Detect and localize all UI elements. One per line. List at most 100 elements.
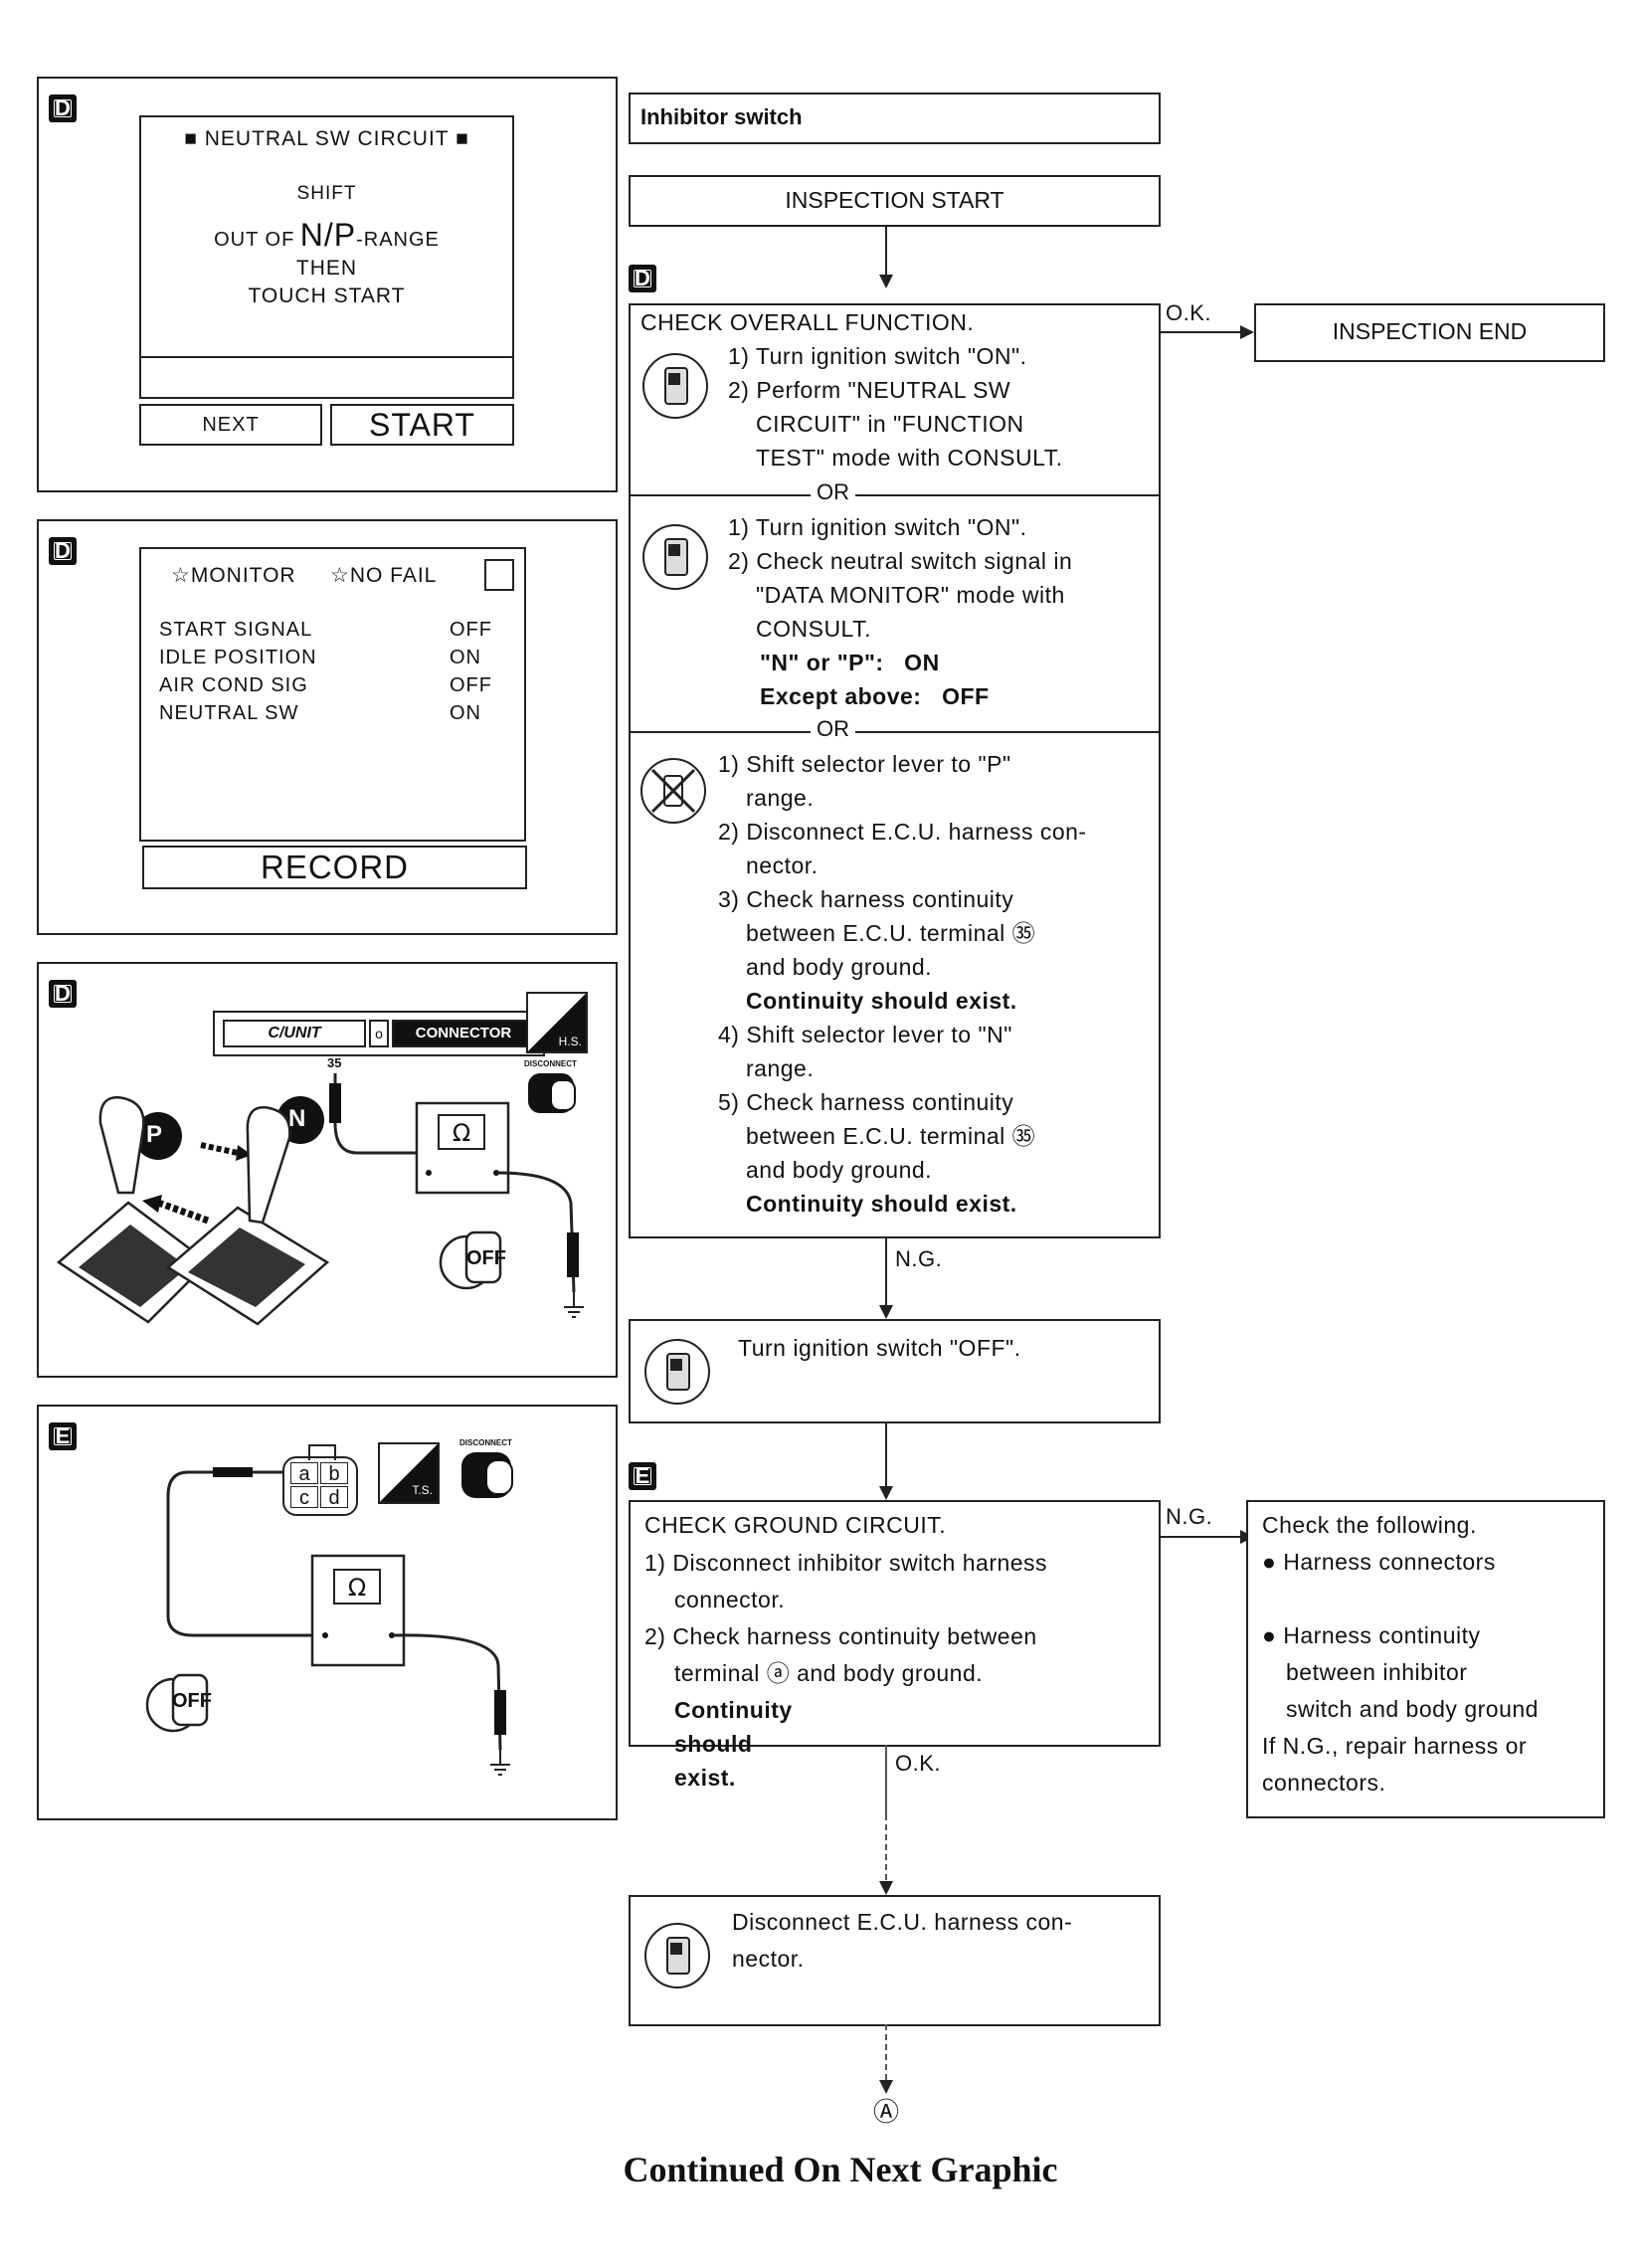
check2-line: 2) Check harness continuity between <box>644 1623 1037 1649</box>
inspection-start-box: INSPECTION START <box>629 175 1161 227</box>
badge-d: D <box>49 980 77 1008</box>
continuity-note: Continuity should exist. <box>674 1697 793 1791</box>
except-off-text: Except above: OFF <box>760 683 990 709</box>
start-button[interactable]: START <box>330 404 514 446</box>
check1-b-line: "DATA MONITOR" mode with <box>756 582 1065 608</box>
screen-divider <box>141 356 512 358</box>
check-overall-function-box: CHECK OVERALL FUNCTION. 1) Turn ignition… <box>629 303 1161 1238</box>
ts-label: T.S. <box>412 1483 433 1497</box>
connector-line <box>885 1745 887 1814</box>
svg-text:Ω: Ω <box>348 1574 366 1602</box>
check2-line: terminal ⓐ and body ground. <box>674 1660 984 1686</box>
ground-test-illustration: Ω <box>145 1467 510 1776</box>
consult-screen: ■ NEUTRAL SW CIRCUIT ■ SHIFT OUT OF N/P-… <box>139 115 514 399</box>
range-text: -RANGE <box>356 229 440 251</box>
arrow-down <box>879 1486 893 1500</box>
monitor-item-value: OFF <box>450 619 492 641</box>
check1-c-line: between E.C.U. terminal ㉟ <box>746 920 1036 946</box>
start-label: START <box>369 407 475 443</box>
inspection-end-box: INSPECTION END <box>1254 303 1605 362</box>
record-checkbox[interactable] <box>484 559 514 591</box>
no-consult-icon <box>640 758 706 824</box>
check1-a-line: CIRCUIT" in "FUNCTION <box>756 411 1024 437</box>
monitor-item-name: NEUTRAL SW <box>159 702 299 724</box>
harness-side-icon: H.S. <box>526 992 588 1053</box>
connector-line <box>885 1814 887 1888</box>
badge-d: D <box>49 537 77 565</box>
next-button[interactable]: NEXT <box>139 404 322 446</box>
terminal-c: c <box>290 1486 318 1509</box>
or-divider <box>631 494 1159 496</box>
check1-b-line: 1) Turn ignition switch "ON". <box>728 514 1027 540</box>
check1-c-line: 3) Check harness continuity <box>718 886 1014 912</box>
check-following-line: switch and body ground <box>1286 1696 1539 1722</box>
ok-label: O.K. <box>895 1751 942 1776</box>
badge-d: D <box>49 94 77 122</box>
check-following-box: Check the following. ● Harness connector… <box>1246 1500 1605 1818</box>
consult-icon <box>642 524 708 590</box>
check1-c-line: and body ground. <box>746 954 933 980</box>
check2-heading: CHECK GROUND CIRCUIT. <box>644 1512 947 1538</box>
monitor-item-name: IDLE POSITION <box>159 647 317 668</box>
arrow-right <box>1240 325 1254 339</box>
out-of-text: OUT OF <box>214 229 295 251</box>
check1-c-line: and body ground. <box>746 1157 933 1183</box>
or-label: OR <box>811 479 855 505</box>
ecu-test-illustration: Ω <box>56 1073 584 1326</box>
check-following-line: ● Harness continuity <box>1262 1622 1481 1648</box>
continuity-note: Continuity should exist. <box>746 988 1017 1014</box>
check-following-line: between inhibitor <box>1286 1659 1468 1685</box>
ng-line <box>1159 1536 1240 1538</box>
badge-e: E <box>49 1422 77 1450</box>
check1-a-line: 2) Perform "NEUTRAL SW <box>728 377 1011 403</box>
ng-label: N.G. <box>895 1246 943 1271</box>
np-on-text: "N" or "P": ON <box>760 650 940 675</box>
check1-a-line: 1) Turn ignition switch "ON". <box>728 343 1027 369</box>
record-button[interactable]: RECORD <box>142 846 527 889</box>
connector-a-symbol: Ⓐ <box>873 2098 900 2128</box>
disconnect-icon <box>461 1452 513 1498</box>
monitor-item-value: OFF <box>450 674 492 696</box>
n-position-label: N <box>288 1105 306 1132</box>
no-fail-label: ☆NO FAIL <box>330 564 438 587</box>
consult-icon <box>644 1923 710 1988</box>
check1-c-line: range. <box>746 1055 815 1081</box>
monitor-item-name: START SIGNAL <box>159 619 313 641</box>
neutral-sw-screen-panel: D ■ NEUTRAL SW CIRCUIT ■ SHIFT OUT OF N/… <box>37 77 618 492</box>
continued-footer: Continued On Next Graphic <box>623 2150 1058 2189</box>
monitor-item-value: ON <box>450 647 481 668</box>
check-following-line: If N.G., repair harness or <box>1262 1733 1528 1759</box>
disconnect-icon <box>528 1073 576 1113</box>
check1-heading: CHECK OVERALL FUNCTION. <box>640 309 975 335</box>
screen-out-of-np: OUT OF N/P-RANGE <box>141 217 512 254</box>
check-following-line: ● Harness connectors <box>1262 1549 1496 1575</box>
check1-c-line: 5) Check harness continuity <box>718 1089 1014 1115</box>
check2-line: connector. <box>674 1587 786 1612</box>
continuity-note: Continuity should exist. <box>746 1191 1017 1217</box>
check1-b-line: CONSULT. <box>756 616 872 642</box>
or-label: OR <box>811 716 855 742</box>
terminal-35-label: 35 <box>327 1055 342 1070</box>
hs-label: H.S. <box>558 1035 582 1048</box>
svg-text:Ω: Ω <box>453 1119 470 1147</box>
np-text: N/P <box>299 217 357 253</box>
disconnect-label: DISCONNECT <box>524 1059 577 1068</box>
check1-c-line: nector. <box>746 852 819 878</box>
terminal-side-icon: T.S. <box>378 1442 440 1504</box>
connector-line <box>885 2024 887 2084</box>
ok-line <box>1159 331 1240 333</box>
check1-c-line: 4) Shift selector lever to "N" <box>718 1022 1012 1047</box>
disconnect-ecu-box: Disconnect E.C.U. harness con-nector. <box>629 1895 1161 2026</box>
inspection-end-label: INSPECTION END <box>1332 318 1528 344</box>
check2-line: 1) Disconnect inhibitor switch harness <box>644 1550 1048 1576</box>
screen-title: ■ NEUTRAL SW CIRCUIT ■ <box>184 127 469 150</box>
c-unit-label: C/UNIT <box>223 1020 366 1047</box>
connector-line <box>885 1421 887 1488</box>
connector-line <box>885 1236 887 1312</box>
section-title-box: Inhibitor switch <box>629 93 1161 144</box>
terminal-b: b <box>320 1462 348 1485</box>
